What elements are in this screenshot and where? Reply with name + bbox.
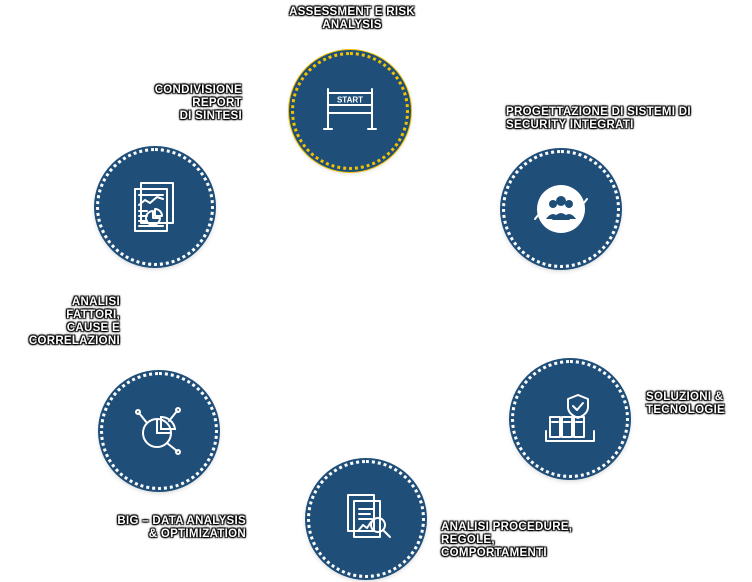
- step-soluzioni-label: SOLUZIONI & TECNOLOGIE: [646, 391, 726, 416]
- step-bigdata-node[interactable]: [100, 372, 218, 490]
- step-fattori-label: ANALISI FATTORI, CAUSE E CORRELAZIONI: [28, 296, 120, 347]
- shield-server-icon: [545, 394, 595, 442]
- step-assessment-label: ASSESSMENT E RISK ANALYSIS: [289, 6, 415, 31]
- pie-network-icon: [135, 407, 181, 455]
- step-progettazione-label: PROGETTAZIONE DI SISTEMI DI SECURITY INT…: [506, 106, 691, 131]
- document-search-icon: [347, 494, 391, 538]
- report-chart-icon: [134, 182, 174, 232]
- start-banner-text: START: [337, 96, 363, 105]
- step-condivisione-node[interactable]: [96, 148, 214, 266]
- start-banner-icon: START: [323, 88, 377, 130]
- step-progettazione-node[interactable]: [502, 150, 620, 268]
- step-procedure-node[interactable]: [307, 460, 425, 578]
- step-bigdata-label: BIG – DATA ANALYSIS & OPTIMIZATION: [117, 515, 246, 540]
- step-assessment-node[interactable]: START: [291, 52, 409, 170]
- step-condivisione-label: CONDIVISIONE REPORT DI SINTESI: [154, 84, 242, 122]
- step-procedure-label: ANALISI PROCEDURE, REGOLE, COMPORTAMENTI: [441, 521, 573, 559]
- team-cycle-icon: [534, 185, 588, 233]
- step-soluzioni-node[interactable]: [511, 360, 629, 478]
